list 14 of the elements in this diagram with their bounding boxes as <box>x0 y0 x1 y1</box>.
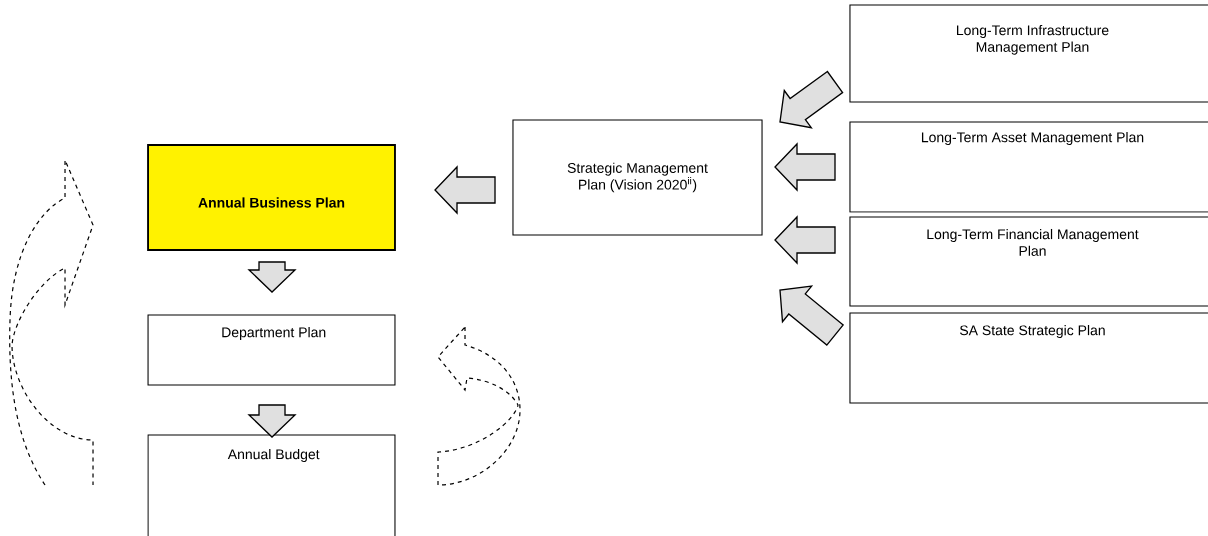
process-box: Strategic Management Plan (Vision 2020$^{ii}$) <box>512 119 763 236</box>
process-box: SA State Strategic Plan <box>849 312 1208 404</box>
process-box: Long-Term Infrastructure Management Plan <box>849 4 1208 103</box>
block-arrow <box>434 165 496 215</box>
block-arrow <box>247 261 297 293</box>
process-box: Long-Term Financial Management Plan <box>849 216 1208 307</box>
block-arrow <box>774 142 836 192</box>
block-arrow <box>779 70 844 129</box>
process-box: Department Plan <box>147 314 396 386</box>
highlighted-box: Annual Business Plan <box>147 144 396 251</box>
block-arrow <box>774 215 836 265</box>
process-box: Annual Budget <box>147 434 396 536</box>
process-box: Long-Term Asset Management Plan <box>849 121 1208 213</box>
block-arrow <box>247 404 297 438</box>
